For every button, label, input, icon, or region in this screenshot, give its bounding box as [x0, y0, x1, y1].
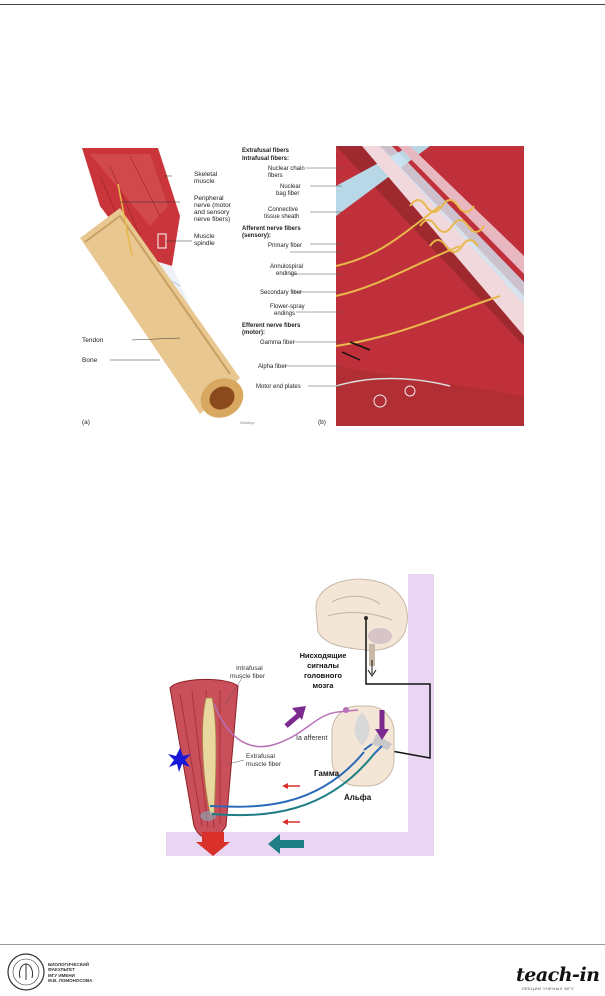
- label-alpha: Альфа: [344, 793, 372, 802]
- label-tendon: Tendon: [82, 337, 104, 344]
- faculty-logo-text: Биологический факультет МГУ имени М.В. Л…: [48, 962, 93, 984]
- panel-a-letter: (a): [82, 419, 90, 426]
- label-gamma-fiber: Gamma fiber: [260, 340, 295, 346]
- panel-a-credit: Waldrop: [240, 420, 256, 425]
- label-afferent-title: Afferent nerve fibers(sensory):: [242, 226, 301, 239]
- label-secondary-fiber: Secondary fiber: [260, 290, 302, 296]
- panel-b-letter: (b): [318, 419, 326, 426]
- label-primary-fiber: Primary fiber: [268, 243, 302, 249]
- footer-rule: [0, 944, 605, 945]
- panel-b: Extrafusal fibers Intrafusal fibers: Nuc…: [242, 146, 524, 426]
- label-motor-end-plates: Motor end plates: [256, 384, 301, 390]
- label-gamma: Гамма: [314, 769, 340, 778]
- teach-in-tagline: лекции ученых мгу: [522, 986, 575, 991]
- stretch-star-icon: [168, 748, 191, 772]
- contraction-arrow-icon: [196, 832, 230, 856]
- brain-illustration: [315, 578, 408, 666]
- header-rule: [0, 4, 605, 5]
- faculty-logo-icon: [7, 953, 45, 991]
- label-bone: Bone: [82, 357, 98, 364]
- return-arrow-icon: [268, 834, 304, 854]
- teach-in-brand: teach-in: [516, 964, 600, 986]
- label-extrafusal: Extrafusal fibers: [242, 148, 290, 154]
- label-ia-afferent: Ia afferent: [296, 735, 327, 742]
- spinal-cord: [331, 705, 395, 787]
- label-alpha-fiber: Alpha fiber: [258, 364, 287, 370]
- label-intrafusal: Intrafusal fibers:: [242, 156, 289, 162]
- label-efferent-title: Efferent nerve fibers(motor):: [242, 323, 301, 336]
